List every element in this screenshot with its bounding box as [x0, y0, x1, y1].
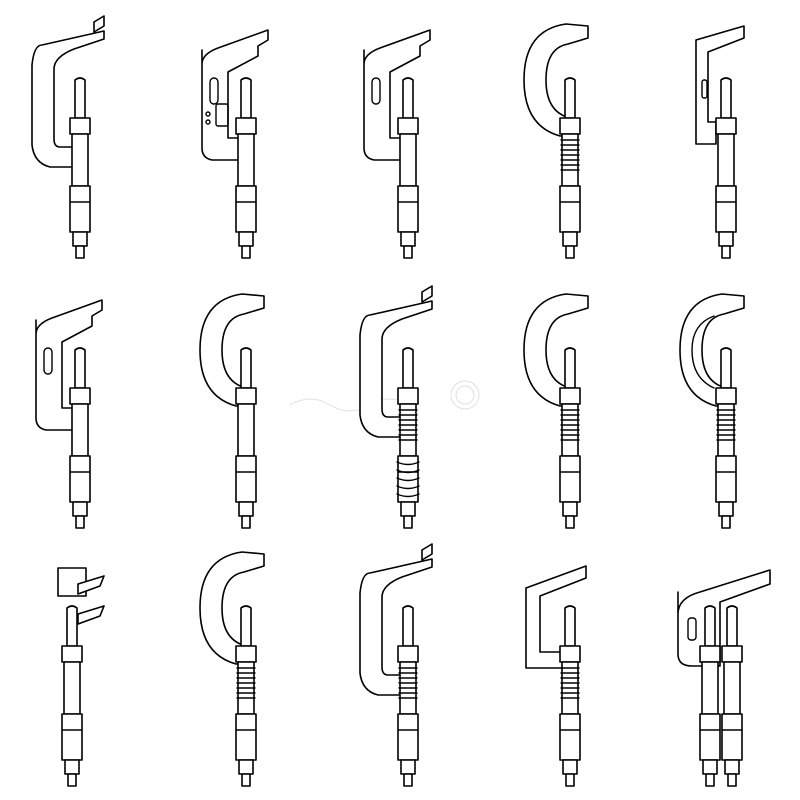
outside-micrometer-icon: [523, 23, 589, 259]
outside-micrometer-icon: [523, 293, 589, 529]
digital-micrometer-icon: [201, 29, 269, 259]
caliper-micrometer-icon: [57, 567, 105, 787]
bench-micrometer-icon: [677, 569, 771, 787]
watermark: [289, 380, 480, 412]
outside-micrometer-icon: [199, 293, 265, 529]
outside-micrometer-icon: [359, 285, 433, 529]
outside-micrometer-icon: [679, 293, 745, 529]
outside-micrometer-icon: [363, 29, 431, 259]
outside-micrometer-icon: [359, 543, 433, 787]
outside-micrometer-icon: [31, 15, 105, 259]
blade-micrometer-icon: [695, 25, 745, 259]
deep-throat-micrometer-icon: [525, 565, 587, 787]
outside-micrometer-icon: [35, 299, 103, 529]
outside-micrometer-icon: [199, 551, 265, 787]
